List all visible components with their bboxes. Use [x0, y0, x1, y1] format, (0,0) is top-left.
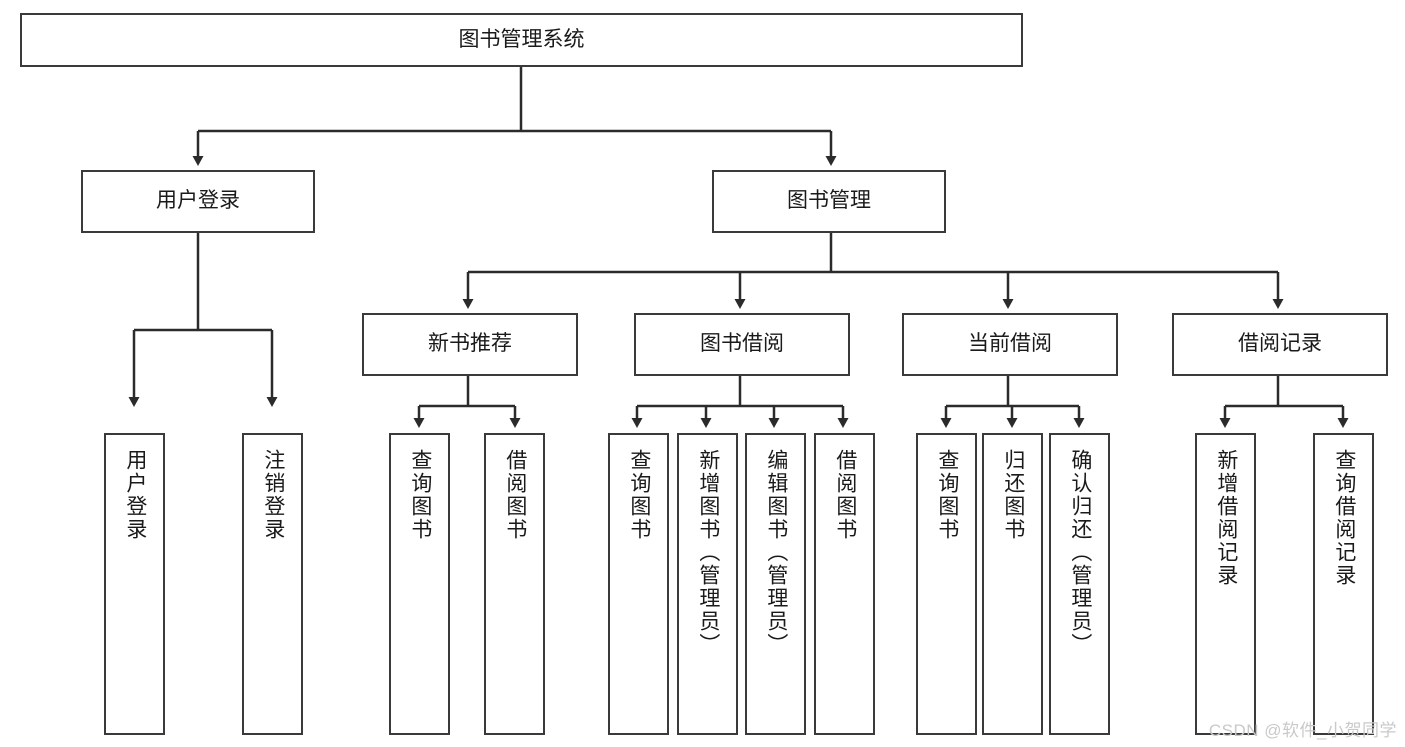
node-label: 借阅图书 [503, 449, 527, 541]
leaf-user-login-logout[interactable]: 注销登录 [242, 433, 303, 735]
node-label: 查询图书 [935, 449, 959, 541]
node-borrow-record[interactable]: 借阅记录 [1172, 313, 1388, 376]
node-label: 当前借阅 [968, 332, 1052, 356]
node-label: 图书借阅 [700, 332, 784, 356]
node-book-borrow[interactable]: 图书借阅 [634, 313, 850, 376]
node-label: 用户登录 [123, 449, 147, 541]
node-book-management[interactable]: 图书管理 [712, 170, 946, 233]
leaf-new-book-query-book[interactable]: 查询图书 [389, 433, 450, 735]
leaf-new-book-borrow-book[interactable]: 借阅图书 [484, 433, 545, 735]
node-label: 确认归还（管理员） [1068, 449, 1092, 656]
leaf-borrow-record-add-record[interactable]: 新增借阅记录 [1195, 433, 1256, 735]
node-label: 新书推荐 [428, 332, 512, 356]
node-label: 图书管理系统 [458, 27, 585, 51]
leaf-book-borrow-edit-book-admin[interactable]: 编辑图书（管理员） [745, 433, 806, 735]
node-label: 查询借阅记录 [1332, 449, 1356, 587]
node-label: 查询图书 [408, 449, 432, 541]
node-label: 编辑图书（管理员） [764, 449, 788, 656]
node-label: 用户登录 [156, 189, 240, 213]
node-label: 注销登录 [261, 449, 285, 541]
node-new-book-recommend[interactable]: 新书推荐 [362, 313, 578, 376]
leaf-current-borrow-confirm-return-admin[interactable]: 确认归还（管理员） [1049, 433, 1110, 735]
node-label: 查询图书 [627, 449, 651, 541]
node-root-book-management-system[interactable]: 图书管理系统 [20, 13, 1023, 67]
node-user-login[interactable]: 用户登录 [81, 170, 315, 233]
leaf-user-login-login[interactable]: 用户登录 [104, 433, 165, 735]
watermark: CSDN @软件_小贺同学 [1208, 721, 1397, 740]
leaf-book-borrow-add-book-admin[interactable]: 新增图书（管理员） [677, 433, 738, 735]
leaf-borrow-record-query-record[interactable]: 查询借阅记录 [1313, 433, 1374, 735]
node-current-borrow[interactable]: 当前借阅 [902, 313, 1118, 376]
leaf-book-borrow-borrow-book[interactable]: 借阅图书 [814, 433, 875, 735]
leaf-book-borrow-query-book[interactable]: 查询图书 [608, 433, 669, 735]
node-label: 借阅记录 [1238, 332, 1322, 356]
leaf-current-borrow-return-book[interactable]: 归还图书 [982, 433, 1043, 735]
node-label: 新增图书（管理员） [696, 449, 720, 656]
node-label: 借阅图书 [833, 449, 857, 541]
node-label: 图书管理 [787, 189, 871, 213]
node-label: 归还图书 [1001, 449, 1025, 541]
leaf-current-borrow-query-book[interactable]: 查询图书 [916, 433, 977, 735]
node-label: 新增借阅记录 [1214, 449, 1238, 587]
